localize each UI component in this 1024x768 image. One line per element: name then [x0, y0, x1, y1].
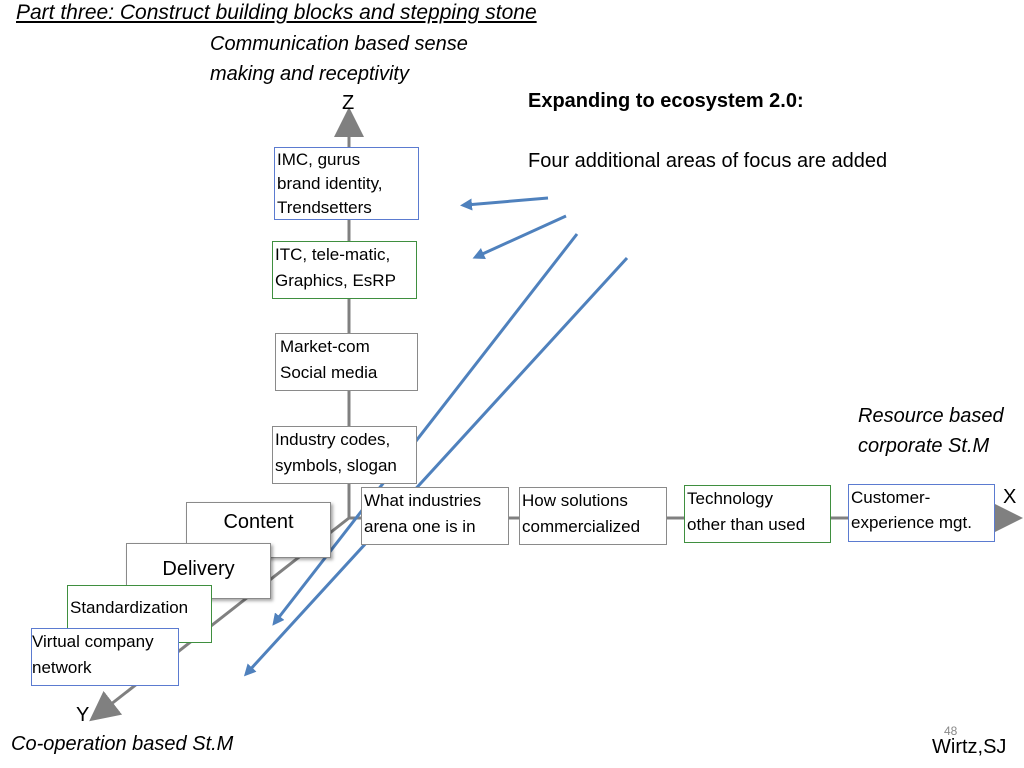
arrow-to-z-second	[472, 214, 567, 259]
x-box-customer-experience: Customer- experience mgt.	[848, 484, 995, 542]
z-box-itc: ITC, tele-matic, Graphics, EsRP	[272, 241, 417, 299]
z-box-industry-codes: Industry codes, symbols, slogan	[272, 426, 417, 484]
y-box-virtual-company: Virtual company network	[31, 628, 179, 686]
callout-text: Four additional areas of focus are added	[528, 150, 888, 172]
x-box-industries: What industries arena one is in	[361, 487, 509, 545]
z-axis-caption: Communication based sense making and rec…	[210, 33, 468, 85]
arrow-to-z-top	[460, 196, 549, 211]
x-axis-label: X	[1003, 486, 1017, 508]
x-box-technology: Technology other than used	[684, 485, 831, 543]
x-axis-caption: Resource based corporate St.M	[858, 405, 1004, 457]
z-axis-label: Z	[342, 92, 355, 114]
y-axis-caption: Co-operation based St.M	[11, 733, 234, 755]
z-box-imc: IMC, gurus brand identity, Trendsetters	[274, 147, 419, 220]
slide-title: Part three: Construct building blocks an…	[16, 1, 537, 24]
y-axis-label: Y	[76, 704, 90, 726]
x-box-solutions: How solutions commercialized	[519, 487, 667, 545]
author-label: Wirtz,SJ	[932, 736, 1007, 758]
slide-number: 48	[944, 724, 958, 738]
z-box-market-com: Market-com Social media	[275, 333, 418, 391]
callout-heading: Expanding to ecosystem 2.0:	[528, 90, 804, 112]
arrow-to-y-virtual	[243, 256, 629, 677]
